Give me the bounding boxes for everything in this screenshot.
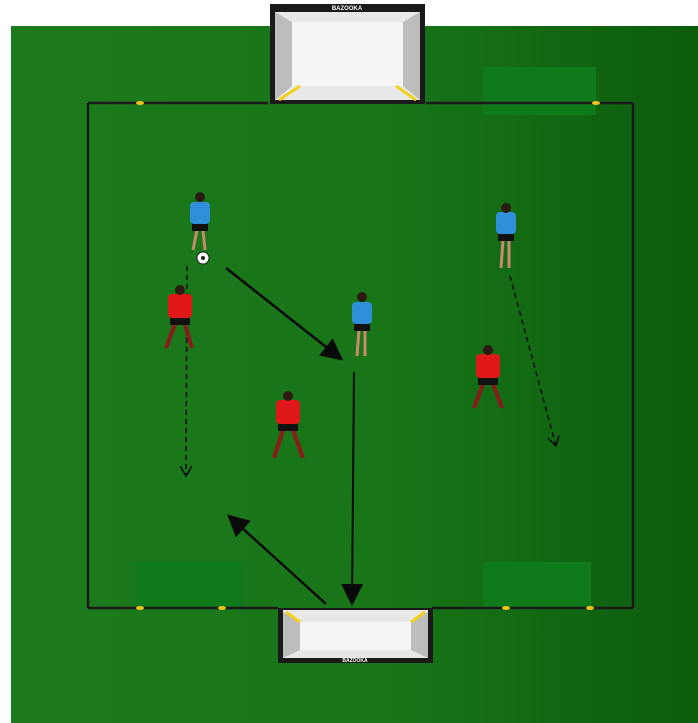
attacker-center bbox=[352, 292, 372, 356]
bottom-goal: BAZOOKA bbox=[278, 608, 433, 664]
patch-bottom-left bbox=[135, 562, 243, 610]
defender-center bbox=[274, 391, 303, 458]
pass-arrow-to-center bbox=[226, 268, 340, 358]
defender-left bbox=[166, 285, 192, 348]
pitch-boundary bbox=[88, 103, 633, 608]
cone-markers bbox=[136, 101, 600, 610]
patch-top-right bbox=[483, 67, 596, 115]
return-pass-arrow bbox=[230, 517, 326, 604]
shot-arrow-to-goal bbox=[352, 372, 354, 602]
attacker-right bbox=[496, 203, 516, 268]
defender-right bbox=[474, 345, 502, 408]
run-arrow-right bbox=[510, 276, 556, 446]
top-goal: BAZOOKA bbox=[270, 4, 425, 104]
patch-bottom-right bbox=[483, 562, 591, 610]
soccer-ball-icon bbox=[197, 252, 209, 264]
attacker-left bbox=[190, 192, 210, 250]
bottom-goal-brand: BAZOOKA bbox=[342, 658, 368, 664]
top-goal-brand: BAZOOKA bbox=[332, 6, 363, 12]
